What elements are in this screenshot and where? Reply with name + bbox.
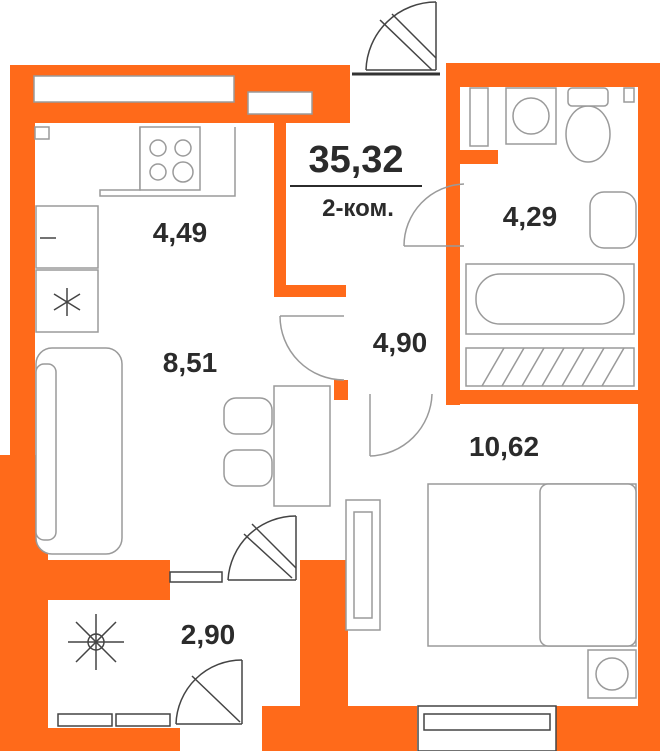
wall-bedroom-bottom [262, 706, 417, 751]
balcony-door-swing [227, 515, 297, 581]
wall-kitchen-hall [274, 123, 286, 295]
window-bath-inner [469, 87, 489, 147]
rooms-count: 2-ком. [322, 195, 394, 222]
balcony-bottom-door-swing [175, 659, 243, 725]
entrance-door-swing [365, 1, 437, 71]
window-top-mid [247, 91, 313, 115]
plant-icon [68, 614, 124, 670]
labels: 35,32 2-ком. 4,49 8,51 4,29 4,90 10,62 2… [153, 139, 558, 650]
total-area: 35,32 [308, 139, 403, 181]
window-balcony-2 [115, 713, 171, 727]
wall-top-right [446, 63, 655, 87]
furniture [35, 87, 637, 699]
decor [40, 237, 625, 670]
window-balcony-1 [57, 713, 113, 727]
windows [57, 571, 557, 751]
chair-2 [223, 449, 273, 487]
wall-right [638, 63, 660, 751]
wall-balcony-bottom [0, 728, 180, 751]
room-area-bathroom: 4,29 [503, 201, 558, 232]
window-living [169, 571, 223, 583]
bedroom-door-swing [369, 393, 433, 457]
snowflake-icon [53, 288, 81, 316]
wall-bath-hall [446, 248, 460, 262]
room-area-hallway: 4,90 [373, 327, 428, 358]
bathroom-door-swing [403, 183, 465, 247]
dining-table [273, 385, 331, 507]
wall-bath-left [446, 63, 460, 405]
niche-kitchen [34, 126, 50, 140]
wall-openings [33, 75, 635, 147]
doors [175, 1, 465, 725]
room-area-kitchen: 4,49 [153, 217, 208, 248]
fridge [35, 205, 99, 269]
chair-1 [223, 397, 273, 435]
wall-hall-bedroom [334, 380, 348, 400]
stove [139, 126, 201, 191]
wall-hall-stub [274, 285, 346, 297]
room-area-balcony: 2,90 [181, 619, 236, 650]
window-top-left [33, 75, 235, 103]
living-door-swing [279, 315, 345, 381]
washbasin [589, 191, 637, 249]
window-right-small [623, 87, 635, 103]
shower-rail [465, 347, 635, 387]
wall-bedroom-bottom-right [556, 706, 660, 751]
wall-bath-bottom [446, 390, 640, 404]
wall-bath-corner [446, 150, 498, 164]
room-area-bedroom: 10,62 [469, 431, 539, 462]
toilet [565, 105, 611, 163]
room-area-living: 8,51 [163, 347, 218, 378]
